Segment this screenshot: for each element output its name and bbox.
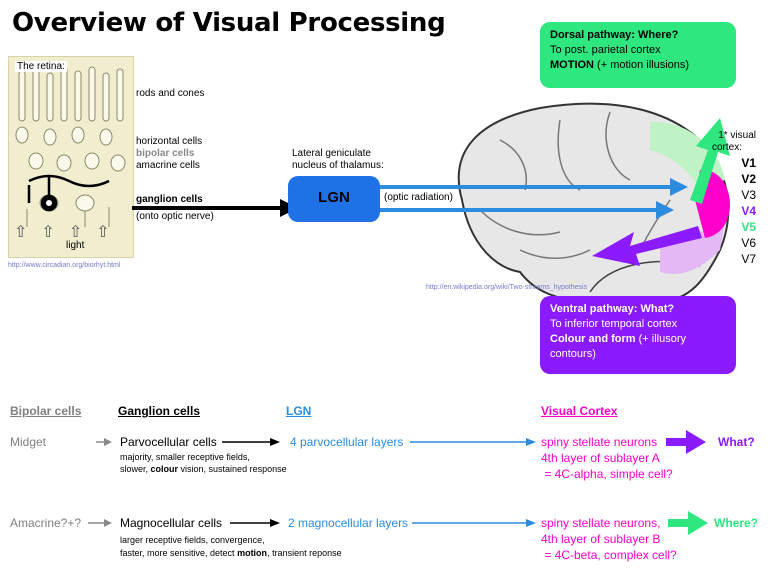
- dorsal-motion: MOTION: [550, 58, 594, 71]
- row1-desc2: slower, colour vision, sustained respons…: [120, 464, 287, 476]
- row2-desc1: larger receptive fields, convergence,: [120, 535, 265, 545]
- ventral-colour-form: Colour and form: [550, 332, 636, 345]
- row1-cortex-2: 4th layer of sublayer A: [541, 451, 660, 465]
- ventral-pathway-box: Ventral pathway: What? To inferior tempo…: [540, 296, 736, 374]
- lgn-label: LGN: [318, 189, 350, 206]
- bipolar-cells-label: bipolar cells: [136, 148, 195, 159]
- cortex-area-v6: V6: [741, 236, 756, 250]
- row1-desc2b: colour: [150, 464, 179, 474]
- ventral-arrow: [592, 226, 702, 266]
- header-lgn: LGN: [286, 404, 312, 418]
- row2-desc2b: motion: [237, 548, 268, 558]
- optic-radiation-label: (optic radiation): [384, 192, 453, 203]
- row2-result: Where?: [714, 516, 759, 530]
- cortex-area-v3: V3: [741, 188, 756, 202]
- row1-result: What?: [718, 435, 755, 449]
- ventral-title: Ventral pathway: What?: [550, 303, 675, 315]
- row1-desc2c: vision, sustained response: [178, 464, 287, 474]
- row2-desc2a: faster, more sensitive, detect: [120, 548, 238, 558]
- row2-cell: Magnocellular cells: [120, 516, 223, 530]
- dorsal-rest: (+ motion illusions): [594, 58, 690, 71]
- ventral-line2: To inferior temporal cortex: [550, 317, 678, 330]
- row1-lgn: 4 parvocellular layers: [290, 435, 404, 449]
- cortex-area-v5: V5: [741, 220, 756, 234]
- retina-illustration: The retina:: [8, 56, 134, 258]
- lgn-desc-line2: nucleus of thalamus:: [292, 160, 384, 171]
- row2-lgn: 2 magnocellular layers: [288, 516, 409, 530]
- row2-source: Amacrine?+?: [10, 516, 82, 530]
- row1-cortex-3: = 4C-alpha, simple cell?: [541, 467, 673, 481]
- dorsal-arrow: [690, 118, 730, 204]
- dorsal-line3: MOTION (+ motion illusions): [550, 58, 726, 73]
- row1-desc2a: slower,: [120, 464, 151, 474]
- light-arrows: ⇧⇧⇧⇧: [14, 224, 124, 241]
- row1-desc1: majority, smaller receptive fields,: [120, 452, 250, 462]
- retina-cells-drawing: [15, 66, 126, 227]
- horizontal-cells-label: horizontal cells: [136, 136, 203, 147]
- light-label: light: [66, 240, 85, 251]
- header-bipolar: Bipolar cells: [10, 404, 82, 418]
- retina-source-link[interactable]: http://www.circadian.org/biorhyt.html: [8, 262, 121, 269]
- ganglion-cells-label: ganglion cells: [136, 194, 203, 205]
- dorsal-line2: To post. parietal cortex: [550, 43, 661, 56]
- cortex-area-v1: V1: [741, 156, 756, 170]
- lgn-desc-line1: Lateral geniculate: [292, 148, 371, 159]
- cortex-heading-1: 1* visual: [718, 130, 756, 141]
- row2-cortex-1: spiny stellate neurons,: [541, 516, 661, 530]
- page-title: Overview of Visual Processing: [12, 8, 446, 38]
- dorsal-pathway-box: Dorsal pathway: Where? To post. parietal…: [540, 22, 736, 88]
- row2-cortex-3: = 4C-beta, complex cell?: [541, 548, 677, 562]
- row2-cortex-2: 4th layer of sublayer B: [541, 532, 661, 546]
- retina-heading: The retina:: [15, 61, 67, 72]
- rods-cones-label: rods and cones: [136, 88, 205, 99]
- header-cortex: Visual Cortex: [541, 404, 618, 418]
- cortex-area-v2: V2: [741, 172, 756, 186]
- ventral-line3: Colour and form (+ illusory contours): [550, 332, 726, 362]
- lgn-box: [288, 176, 380, 222]
- row1-cortex-1: spiny stellate neurons: [541, 435, 658, 449]
- row1-source: Midget: [10, 435, 47, 449]
- amacrine-cells-label: amacrine cells: [136, 160, 200, 171]
- row1-cell: Parvocellular cells: [120, 435, 217, 449]
- optic-nerve-label: (onto optic nerve): [136, 211, 214, 222]
- cortex-area-v7: V7: [741, 252, 756, 266]
- row2-desc2c: , transient reponse: [267, 548, 342, 558]
- cortex-area-v4: V4: [741, 204, 756, 218]
- row2-desc2: faster, more sensitive, detect motion, t…: [120, 548, 342, 560]
- dorsal-title: Dorsal pathway: Where?: [550, 29, 679, 41]
- ventral-rest: (+ illusory contours): [550, 332, 686, 360]
- cortex-heading-2: cortex:: [711, 142, 742, 153]
- table-arrows: [88, 430, 708, 535]
- header-ganglion: Ganglion cells: [118, 404, 201, 418]
- wiki-source-link[interactable]: http://en.wikipedia.org/wiki/Two-streams…: [426, 284, 588, 291]
